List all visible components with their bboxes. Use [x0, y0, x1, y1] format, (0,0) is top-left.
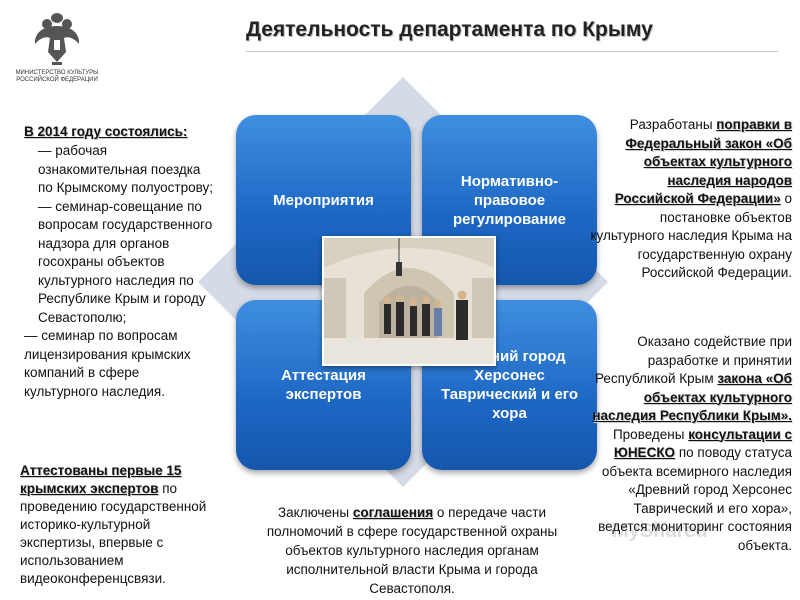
watermark: MyShared	[612, 520, 708, 542]
left-events-list: — рабочая ознакомительная поездка по Кры…	[24, 142, 216, 401]
law-bold: закона «Об объектах культурного наследия…	[592, 371, 792, 423]
left-heading: В 2014 году состоялись:	[24, 124, 188, 139]
consult-bold: консультации с ЮНЕСКО	[613, 426, 792, 461]
consult-rest: по поводу статуса объекта всемирного нас…	[598, 445, 792, 553]
ministry-logo: Министерство культуры Российской Федерац…	[14, 8, 100, 98]
consult-prefix: Проведены	[612, 426, 689, 442]
logo-caption: Министерство культуры Российской Федерац…	[15, 70, 99, 83]
tile-regulation[interactable]: Нормативно-правовое регулирование	[422, 115, 597, 285]
list-item: — семинар по вопросам лицензирования кры…	[24, 328, 191, 399]
agreements-rest: о передаче части полномочий в сфере госу…	[266, 505, 558, 596]
amendments-bold: поправки в Федеральный закон «Об объекта…	[614, 117, 792, 206]
list-item: — рабочая ознакомительная поездка по Кры…	[38, 143, 213, 195]
agreements-prefix: Заключены	[277, 505, 353, 520]
experts-bold: Аттестованы первые 15 крымских экспертов	[20, 463, 182, 496]
agreements-text: Заключены соглашения о передаче части по…	[252, 503, 572, 598]
center-photo	[322, 236, 496, 366]
palace-interior-photo	[324, 238, 494, 364]
amendments-text: Разработаны поправки в Федеральный закон…	[587, 116, 792, 283]
page-title: Деятельность департамента по Крыму	[246, 18, 653, 41]
tile-certification-label: Аттестация экспертов	[281, 367, 366, 403]
list-item: — семинар-совещание по вопросам государс…	[38, 198, 213, 325]
crimea-law-text: Оказано содействие при разработке и прин…	[587, 333, 792, 555]
law-prefix: Оказано содействие при разработке и прин…	[594, 334, 792, 386]
experts-rest: по проведению государственной историко-к…	[20, 481, 207, 586]
title-divider	[246, 51, 778, 52]
double-headed-eagle-icon	[34, 13, 80, 65]
amendments-rest: о постановке объектов культурного наслед…	[590, 191, 792, 280]
experts-text: Аттестованы первые 15 крымских экспертов…	[20, 462, 220, 588]
agreements-bold: соглашения	[352, 505, 434, 520]
tile-regulation-label: Нормативно-правовое регулирование	[453, 172, 566, 228]
amendments-prefix: Разработаны	[629, 117, 717, 132]
tile-events-label: Мероприятия	[273, 191, 374, 209]
